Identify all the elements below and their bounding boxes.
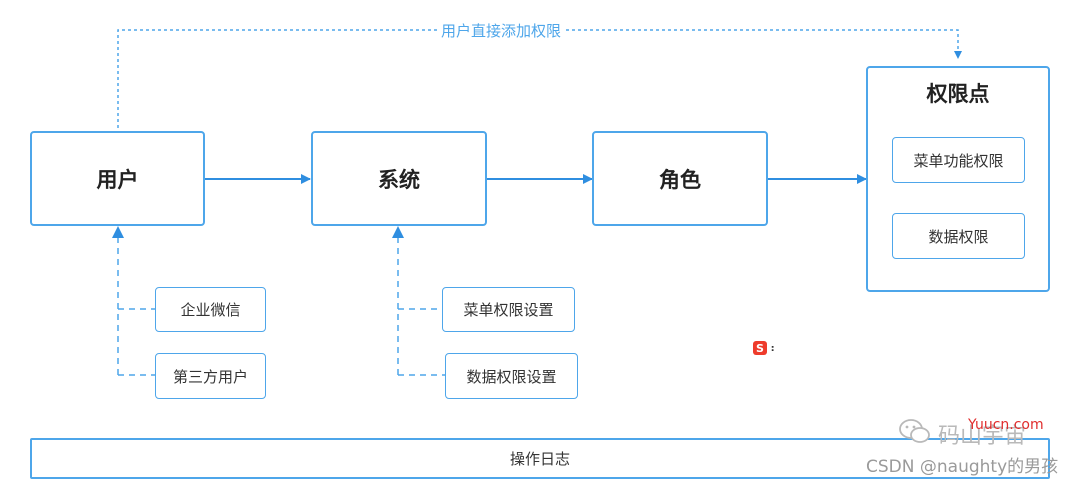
menu-permission-setting: 菜单权限设置 xyxy=(442,287,575,332)
user-node: 用户 xyxy=(30,131,205,226)
role-node: 角色 xyxy=(592,131,768,226)
user-source-third-party: 第三方用户 xyxy=(155,353,266,399)
system-node: 系统 xyxy=(311,131,487,226)
direct-permission-link xyxy=(117,29,962,128)
watermark-account: 码山宇宙 xyxy=(938,424,1027,449)
menu-function-permission: 菜单功能权限 xyxy=(892,137,1025,183)
operation-log-bar: 操作日志 xyxy=(30,438,1050,479)
data-permission: 数据权限 xyxy=(892,213,1025,259)
data-permission-setting: 数据权限设置 xyxy=(445,353,578,399)
watermark-site: Yuucn.com xyxy=(968,417,1044,433)
ime-options-icon: ⠆ xyxy=(770,341,779,355)
sogou-ime-icon: S xyxy=(753,341,767,355)
direct-permission-label: 用户直接添加权限 xyxy=(438,20,565,41)
user-source-connectors xyxy=(112,226,155,376)
permission-points-title: 权限点 xyxy=(926,82,990,106)
wechat-icon xyxy=(899,419,930,443)
ime-widget[interactable]: S ⠆ xyxy=(753,341,779,355)
watermark-csdn: CSDN @naughty的男孩 xyxy=(866,457,1059,477)
system-settings-connectors xyxy=(392,226,445,376)
user-source-wecom: 企业微信 xyxy=(155,287,266,332)
